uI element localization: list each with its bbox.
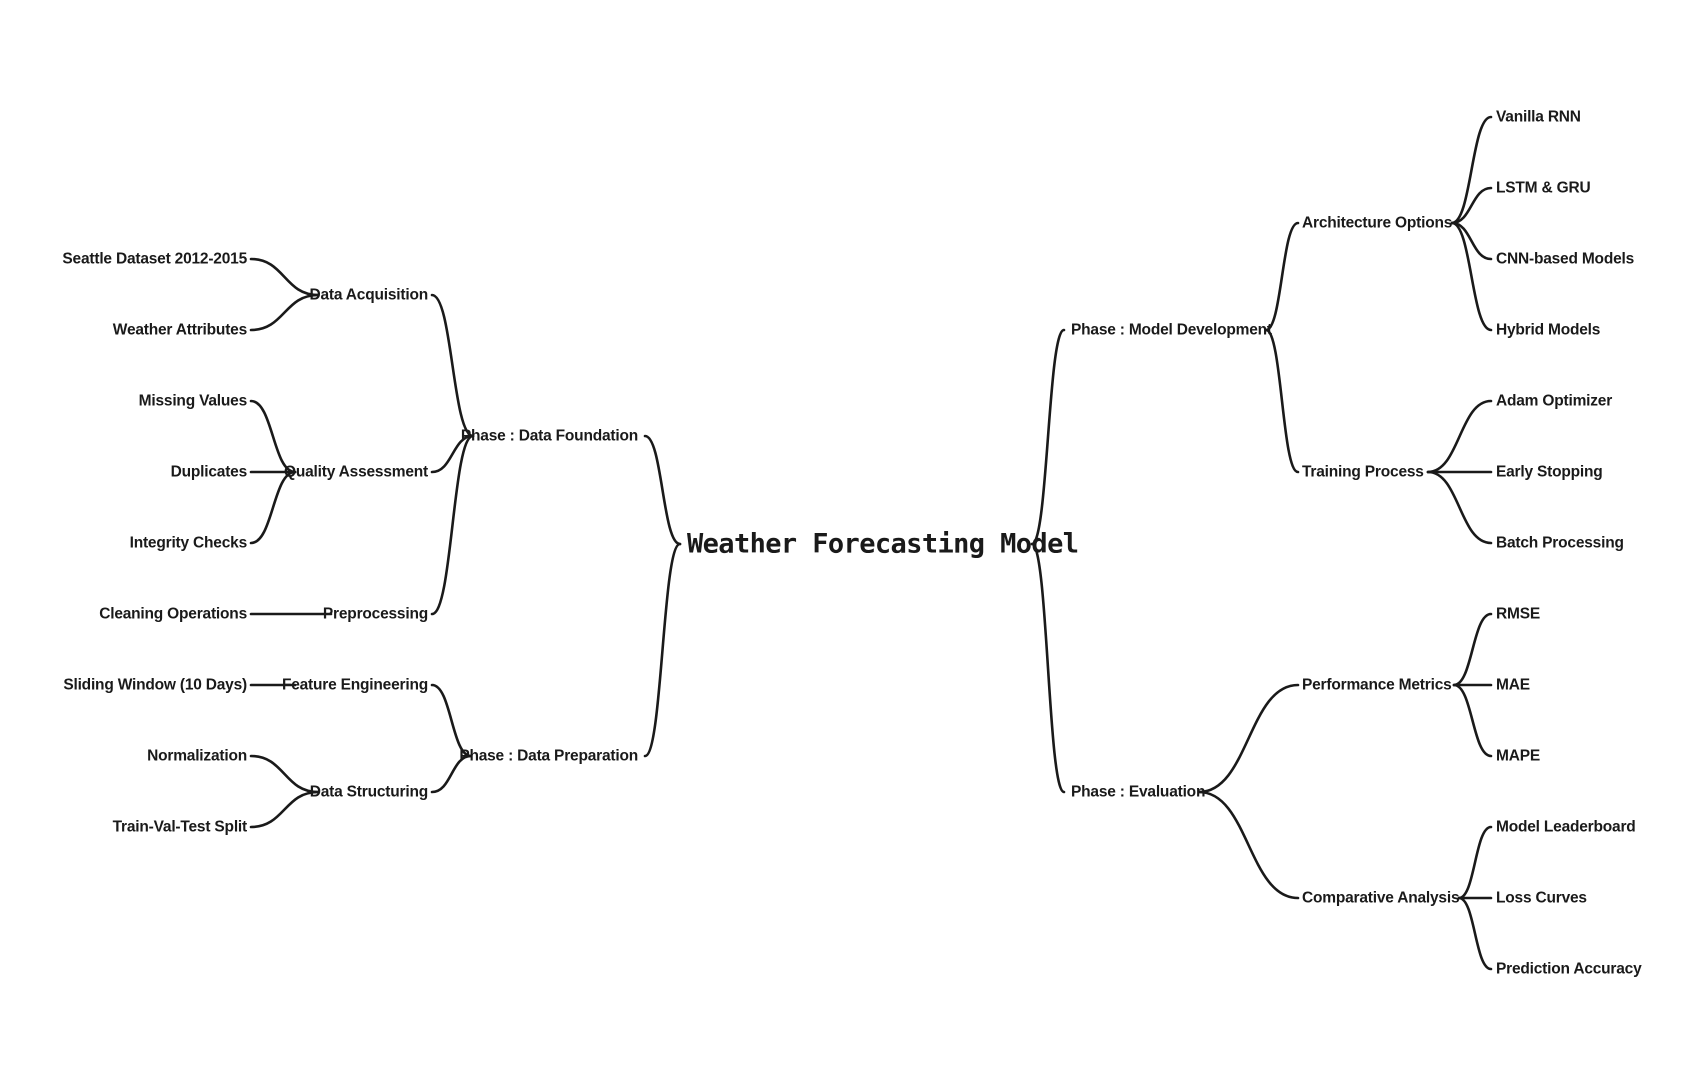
connector-line bbox=[1450, 186, 1493, 225]
connector-line bbox=[1197, 683, 1300, 794]
branch-node: Preprocessing bbox=[322, 605, 428, 623]
leaf-node: RMSE bbox=[1496, 605, 1540, 623]
leaf-node: Seattle Dataset 2012-2015 bbox=[62, 250, 247, 268]
leaf-node: CNN-based Models bbox=[1496, 250, 1635, 268]
root-connector bbox=[643, 434, 682, 546]
leaf-node: Integrity Checks bbox=[129, 534, 248, 552]
branch-node: Quality Assessment bbox=[284, 463, 428, 481]
leaf-node: MAE bbox=[1496, 676, 1530, 694]
leaf-node: Hybrid Models bbox=[1496, 321, 1601, 339]
phase-node: Phase : Data Foundation bbox=[460, 427, 638, 445]
connector-line bbox=[1450, 221, 1493, 332]
connector-line bbox=[430, 293, 475, 438]
branch-node: Comparative Analysis bbox=[1302, 889, 1460, 907]
phase-node: Phase : Evaluation bbox=[1071, 783, 1206, 801]
leaf-node: Batch Processing bbox=[1496, 534, 1624, 552]
connector-line bbox=[1264, 328, 1300, 474]
branch-node: Feature Engineering bbox=[281, 676, 428, 694]
connector-line bbox=[249, 790, 320, 829]
connector-line bbox=[1450, 115, 1493, 225]
leaf-node: Early Stopping bbox=[1496, 463, 1603, 481]
leaf-node: Adam Optimizer bbox=[1496, 392, 1613, 410]
connector-line bbox=[249, 399, 297, 474]
root-connector bbox=[1030, 328, 1066, 546]
phase-node: Phase : Data Preparation bbox=[459, 747, 638, 765]
connector-line bbox=[249, 257, 320, 297]
phase-node: Phase : Model Development bbox=[1071, 321, 1272, 339]
connector-line bbox=[1264, 221, 1300, 332]
leaf-node: Missing Values bbox=[138, 392, 248, 410]
connector-line bbox=[249, 754, 320, 794]
connector-line bbox=[1197, 790, 1300, 900]
branch-node: Data Structuring bbox=[309, 783, 428, 801]
root-connector bbox=[1030, 542, 1066, 794]
connector-line bbox=[430, 754, 473, 794]
leaf-node: LSTM & GRU bbox=[1496, 179, 1591, 197]
branch-node: Data Acquisition bbox=[309, 286, 428, 304]
connector-line bbox=[1457, 896, 1493, 971]
leaf-node: Duplicates bbox=[170, 463, 248, 481]
leaf-node: Sliding Window (10 Days) bbox=[63, 676, 247, 694]
leaf-node: Vanilla RNN bbox=[1496, 108, 1581, 126]
leaf-node: Train-Val-Test Split bbox=[112, 818, 248, 836]
connector-line bbox=[430, 683, 473, 758]
connector-line bbox=[1426, 470, 1493, 545]
connector-line bbox=[249, 293, 320, 332]
leaf-node: Weather Attributes bbox=[112, 321, 247, 339]
connector-line bbox=[430, 434, 475, 616]
connector-line bbox=[249, 470, 297, 545]
leaf-node: MAPE bbox=[1496, 747, 1540, 765]
root-node: Weather Forecasting Model bbox=[687, 528, 1079, 560]
connector-line bbox=[1452, 612, 1493, 687]
leaf-node: Loss Curves bbox=[1496, 889, 1587, 907]
leaf-node: Model Leaderboard bbox=[1496, 818, 1636, 836]
branch-node: Performance Metrics bbox=[1302, 676, 1452, 694]
leaf-node: Cleaning Operations bbox=[99, 605, 247, 623]
leaf-node: Normalization bbox=[147, 747, 247, 765]
connector-line bbox=[430, 434, 475, 474]
root-connector bbox=[643, 542, 682, 758]
connector-line bbox=[1457, 825, 1493, 900]
leaf-node: Prediction Accuracy bbox=[1496, 960, 1642, 978]
branch-node: Architecture Options bbox=[1302, 214, 1453, 232]
connector-line bbox=[1426, 399, 1493, 474]
branch-node: Training Process bbox=[1302, 463, 1424, 481]
connector-line bbox=[1452, 683, 1493, 758]
